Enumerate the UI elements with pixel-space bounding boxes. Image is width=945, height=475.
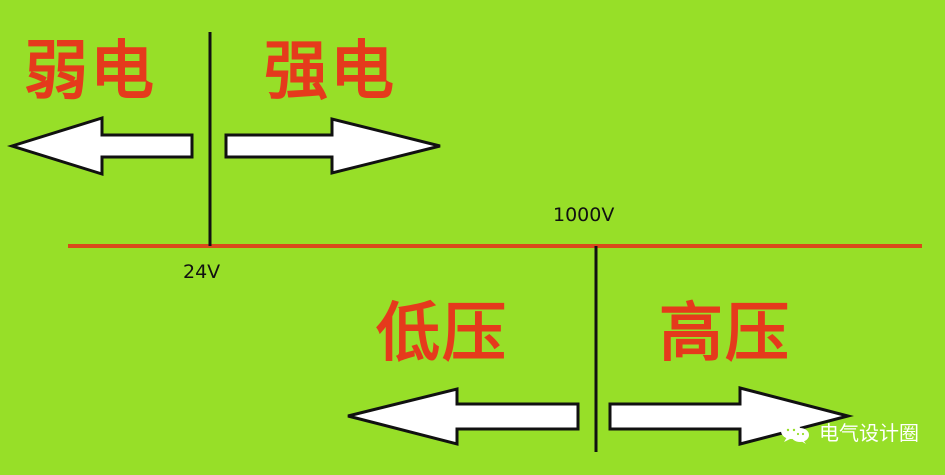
strong-current-label: 强电	[264, 35, 396, 109]
wechat-icon	[781, 423, 809, 444]
threshold-1000v-label: 1000V	[553, 204, 615, 226]
strong-current-arrow	[224, 117, 441, 175]
weak-current-arrow	[6, 115, 194, 177]
threshold-24v-label: 24V	[183, 261, 221, 283]
weak-current-label: 弱电	[24, 35, 156, 109]
watermark-text: 电气设计圈	[819, 421, 919, 445]
high-voltage-label: 高压	[659, 297, 791, 371]
low-voltage-arrow	[347, 387, 580, 446]
low-voltage-label: 低压	[376, 297, 508, 371]
watermark: 电气设计圈	[779, 421, 919, 445]
